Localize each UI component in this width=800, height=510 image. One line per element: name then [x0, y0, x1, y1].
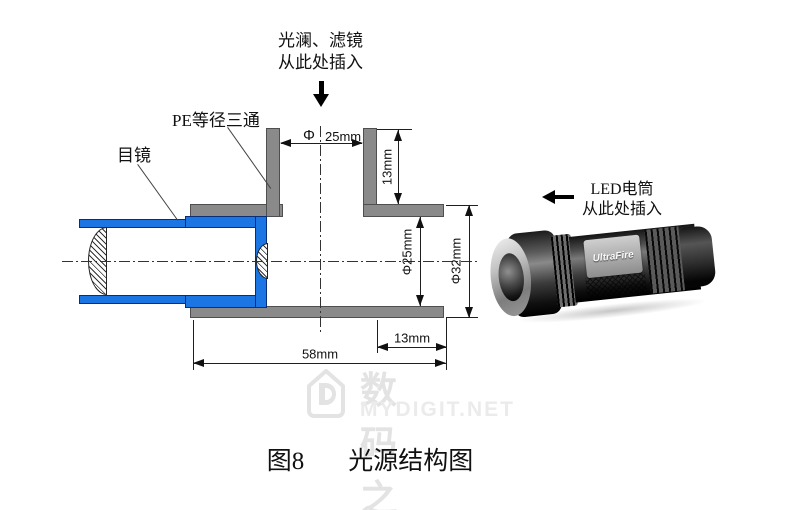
down-arrow-icon [319, 81, 324, 96]
eyepiece-top-wall-left [79, 219, 186, 228]
led-insert-label: LED电筒 从此处插入 [574, 180, 670, 220]
dim-top-diameter-value: 25mm [325, 129, 362, 144]
pe-tee-label: PE等径三通 [172, 111, 260, 130]
left-arrow-shaft-icon [554, 195, 574, 199]
eyepiece-leader-line [137, 164, 179, 221]
eyepiece-bottom-wall-left [79, 295, 186, 304]
left-arrow-head-icon [542, 190, 555, 204]
ext-line-branch-top [377, 129, 412, 130]
dim-arrow-down-icon [465, 307, 473, 318]
dim-top-diameter-symbol: Φ [303, 127, 315, 144]
filter-insert-line1: 光澜、滤镜 [278, 31, 363, 50]
led-insert-line2: 从此处插入 [581, 201, 662, 218]
dim-arrow-up-icon [394, 130, 402, 141]
dim-arrow-down-icon [394, 193, 402, 204]
watermark-site-domain: MYDIGIT.NET [360, 398, 516, 421]
branch-centerline [320, 126, 321, 335]
dim-socket-label: 13mm [393, 330, 431, 346]
dim-line-inner-diameter [420, 217, 421, 306]
dim-arrow-up-icon [465, 205, 473, 216]
led-insert-line1: LED电筒 [590, 181, 654, 198]
dim-outer-diameter-label: Φ32mm [448, 237, 464, 285]
tee-branch-left-wall [266, 128, 280, 217]
figure-caption: 图8 光源结构图 [0, 441, 740, 477]
dim-line-branch-height [398, 130, 399, 204]
dim-line-outer-diameter [469, 205, 470, 318]
tee-bottom-wall [190, 306, 444, 318]
dim-arrow-left-icon [377, 343, 388, 351]
dim-branch-height-label: 13mm [379, 148, 395, 186]
eyepiece-label: 目镜 [117, 146, 151, 165]
dim-arrow-left-icon [193, 359, 204, 367]
flashlight-brand-text: UltraFire [592, 248, 635, 265]
dim-line-pipe-length [193, 363, 446, 364]
pe-tee-leader-line [227, 127, 272, 189]
figure-number: 图8 [266, 448, 305, 475]
flashlight-photo: UltraFire [486, 206, 728, 328]
dim-line-socket [377, 347, 446, 348]
dim-inner-diameter-label: Φ25mm [399, 228, 415, 276]
tee-right-flange [363, 204, 444, 217]
flashlight-brand-plate: UltraFire [583, 234, 643, 279]
flashlight-body-group: UltraFire [482, 194, 733, 336]
dim-arrow-right-icon [436, 343, 447, 351]
ext-line-outer-bottom [446, 317, 478, 318]
dim-arrow-left-icon [280, 139, 291, 147]
flashlight-tailcap [678, 225, 717, 289]
ext-line-socket-left [377, 320, 378, 353]
ext-line-outer-top [446, 205, 478, 206]
dim-arrow-up-icon [416, 217, 424, 228]
filter-insert-line2: 从此处插入 [278, 53, 363, 72]
figure-title: 光源结构图 [348, 448, 474, 475]
dim-arrow-down-icon [416, 295, 424, 306]
down-arrow-head-icon [313, 94, 329, 107]
watermark-site-name: 数码之家 [360, 370, 402, 510]
filter-insert-label: 光澜、滤镜 从此处插入 [278, 30, 363, 74]
watermark-house-icon [307, 369, 345, 418]
horizontal-centerline [62, 261, 478, 262]
dim-pipe-length-label: 58mm [301, 346, 339, 362]
dim-arrow-right-icon [352, 139, 363, 147]
dim-line-top-25 [281, 143, 362, 144]
ext-line-pipe-left [193, 320, 194, 370]
tee-branch-right-wall [363, 128, 377, 205]
dim-arrow-right-icon [435, 359, 446, 367]
